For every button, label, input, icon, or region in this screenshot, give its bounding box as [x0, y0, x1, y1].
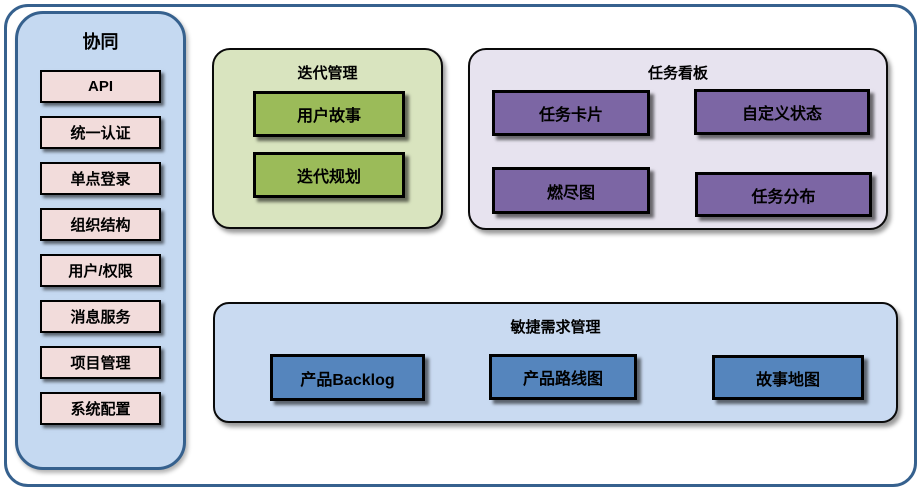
item-task-card: 任务卡片: [492, 90, 650, 136]
item-user-story: 用户故事: [253, 91, 405, 137]
item-story-map: 故事地图: [712, 355, 864, 400]
iteration-management-group: 迭代管理 用户故事 迭代规划: [212, 48, 443, 229]
item-product-roadmap: 产品路线图: [489, 354, 637, 400]
item-burndown-chart: 燃尽图: [492, 167, 650, 214]
task-board-group: 任务看板 任务卡片 自定义状态 燃尽图 任务分布: [468, 48, 888, 230]
item-iteration-planning: 迭代规划: [253, 152, 405, 198]
sidebar-title: 协同: [82, 32, 119, 52]
item-custom-status: 自定义状态: [694, 89, 870, 135]
sidebar-item-message-service: 消息服务: [40, 300, 161, 333]
sidebar-item-org-structure: 组织结构: [40, 208, 161, 241]
item-product-backlog: 产品Backlog: [270, 354, 425, 401]
sidebar-collaboration-group: 协同 API 统一认证 单点登录 组织结构 用户/权限 消息服务 项目管理 系统…: [15, 11, 186, 470]
taskboard-group-title: 任务看板: [647, 65, 708, 82]
item-task-distribution: 任务分布: [695, 172, 872, 217]
requirements-group-title: 敏捷需求管理: [510, 319, 601, 336]
sidebar-item-system-config: 系统配置: [40, 392, 161, 425]
sidebar-item-api: API: [40, 70, 161, 103]
iteration-group-title: 迭代管理: [297, 65, 358, 82]
sidebar-item-project-mgmt: 项目管理: [40, 346, 161, 379]
sidebar-item-sso: 单点登录: [40, 162, 161, 195]
sidebar-item-user-permission: 用户/权限: [40, 254, 161, 287]
sidebar-item-unified-auth: 统一认证: [40, 116, 161, 149]
sidebar-item-list: API 统一认证 单点登录 组织结构 用户/权限 消息服务 项目管理 系统配置: [40, 70, 161, 425]
agile-requirements-group: 敏捷需求管理 产品Backlog 产品路线图 故事地图: [213, 302, 898, 423]
